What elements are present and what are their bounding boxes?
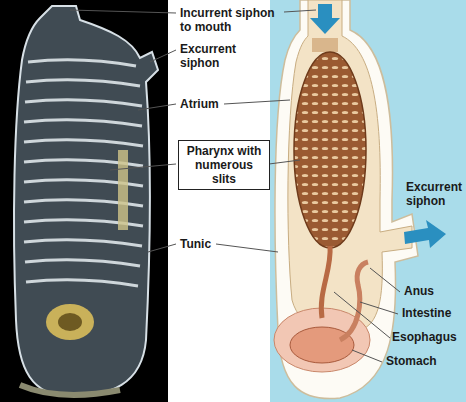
part-label: Excurrent siphon	[180, 42, 270, 70]
part-label: Esophagus	[392, 330, 457, 344]
part-label: Tunic	[180, 237, 211, 251]
part-label: Anus	[404, 284, 434, 298]
part-label: Atrium	[180, 97, 219, 111]
part-label: Intestine	[402, 306, 451, 320]
part-label: Excurrent siphon	[406, 180, 464, 208]
label-box: Pharynx with numerous slits	[178, 140, 270, 190]
part-label: Incurrent siphon to mouth	[180, 6, 282, 34]
part-label: Stomach	[386, 354, 437, 368]
box-text: Pharynx with numerous slits	[183, 144, 265, 186]
